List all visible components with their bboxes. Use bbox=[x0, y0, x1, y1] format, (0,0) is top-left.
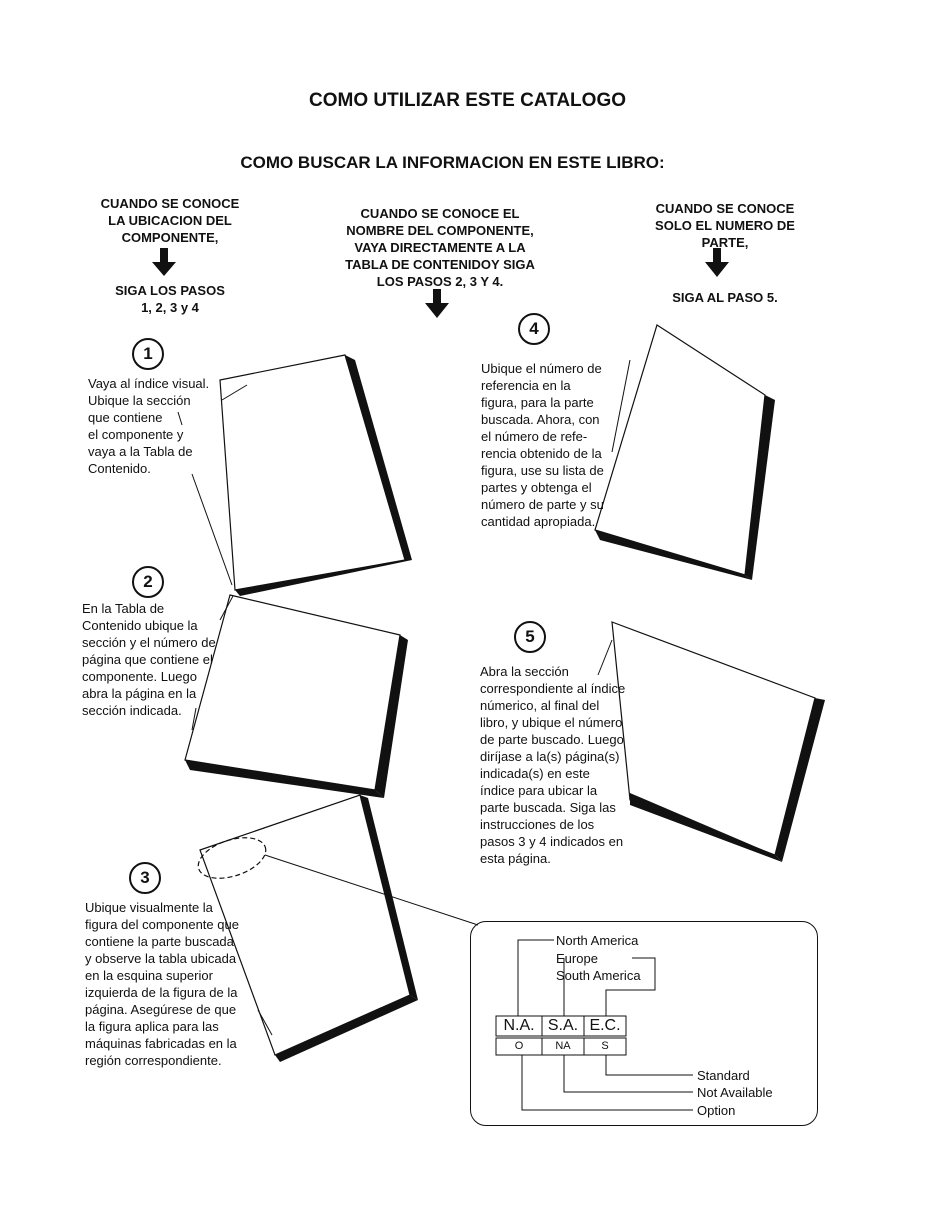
step-number-1: 1 bbox=[132, 338, 164, 370]
legend-meaning-option: Option bbox=[697, 1103, 736, 1118]
page-sheet-1 bbox=[219, 354, 412, 596]
legend-region-south-america: South America bbox=[556, 968, 641, 983]
step-number-2: 2 bbox=[132, 566, 164, 598]
left-column-condition: CUANDO SE CONOCE LA UBICACION DEL COMPON… bbox=[100, 196, 240, 245]
legend-meaning-not-available: Not Available bbox=[697, 1085, 773, 1100]
legend-code-na: N.A. bbox=[503, 1017, 535, 1034]
step-number-5: 5 bbox=[514, 621, 546, 653]
left-column-action: SIGA LOS PASOS 1, 2, 3 y 4 bbox=[115, 283, 225, 315]
down-arrow-icon bbox=[152, 248, 176, 276]
legend-value-not-available: NA bbox=[555, 1040, 571, 1052]
legend-code-sa: S.A. bbox=[547, 1017, 579, 1034]
step-text-3: Ubique visualmente la figura del compone… bbox=[85, 900, 239, 1068]
legend-region-europe: Europe bbox=[556, 951, 598, 966]
page-sheet-4 bbox=[594, 324, 775, 580]
page-sheet-2 bbox=[184, 594, 408, 798]
legend-value-option: O bbox=[514, 1040, 524, 1052]
right-column-condition: CUANDO SE CONOCE SOLO EL NUMERO DE PARTE… bbox=[655, 201, 795, 250]
right-column-action: SIGA AL PASO 5. bbox=[672, 290, 778, 305]
down-arrow-icon bbox=[705, 248, 729, 277]
page-sheet-3 bbox=[197, 794, 418, 1062]
legend-region-north-america: North America bbox=[556, 933, 639, 948]
legend-value-standard: S bbox=[601, 1040, 609, 1052]
step-text-2: En la Tabla de Contenido ubique la secci… bbox=[82, 601, 216, 718]
center-column-condition: CUANDO SE CONOCE EL NOMBRE DEL COMPONENT… bbox=[345, 206, 535, 289]
page-title: COMO UTILIZAR ESTE CATALOGO bbox=[309, 90, 626, 111]
legend-code-ec: E.C. bbox=[589, 1017, 621, 1034]
step-text-1: Vaya al índice visual. Ubique la sección… bbox=[88, 376, 210, 476]
step-number-4: 4 bbox=[518, 313, 550, 345]
legend-meaning-standard: Standard bbox=[697, 1068, 750, 1083]
down-arrow-icon bbox=[425, 289, 449, 318]
step-text-4: Ubique el número de referencia en la fig… bbox=[481, 361, 604, 529]
page-subtitle: COMO BUSCAR LA INFORMACION EN ESTE LIBRO… bbox=[240, 153, 665, 172]
region-code-legend bbox=[470, 921, 818, 1126]
page-sheet-5 bbox=[611, 621, 825, 862]
step-text-5: Abra la sección correspondiente al índic… bbox=[480, 664, 626, 866]
step-number-3: 3 bbox=[129, 862, 161, 894]
